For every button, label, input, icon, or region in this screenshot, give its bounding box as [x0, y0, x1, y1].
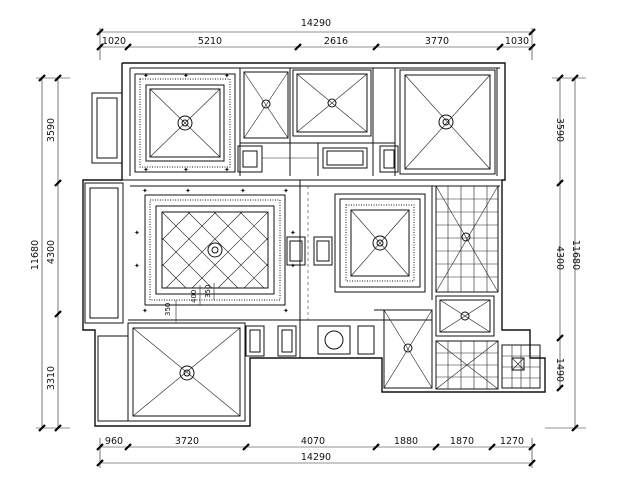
- top-total-dim: 14290: [301, 18, 331, 29]
- corridor-fixtures: [237, 145, 399, 173]
- bedroom-ceiling-top-left: ✦ ✦ ✦ ✦ ✦ ✦: [134, 72, 236, 174]
- bathroom-tile-ceiling: [435, 340, 541, 390]
- entry-area: [299, 309, 432, 358]
- right-dimension-chain: 3590 4300 1490 11680: [545, 74, 586, 432]
- right-total-dim: 11680: [570, 240, 581, 270]
- svg-text:✦: ✦: [143, 166, 149, 174]
- svg-text:✦: ✦: [240, 187, 246, 195]
- bottom-dim-2: 3720: [175, 436, 199, 447]
- closet-ceiling: [243, 71, 289, 139]
- top-dim-4: 3770: [425, 36, 449, 47]
- utility-room-ceiling: [435, 295, 495, 337]
- balcony-bottom-left: [97, 335, 129, 422]
- balcony-top-left: [91, 92, 123, 164]
- svg-text:✦: ✦: [224, 72, 230, 80]
- bottom-dim-4: 1880: [394, 436, 418, 447]
- left-dim-3: 3310: [46, 366, 57, 390]
- top-dim-2: 5210: [198, 36, 222, 47]
- bottom-dimension-chain: 960 3720 4070 1880 1870 1270 14290: [96, 436, 536, 468]
- right-dim-1: 3590: [554, 118, 565, 142]
- bottom-dim-5: 1870: [450, 436, 474, 447]
- svg-text:✦: ✦: [290, 262, 296, 270]
- round-light: [324, 330, 344, 350]
- svg-text:✦: ✦: [283, 307, 289, 315]
- svg-text:✦: ✦: [290, 229, 296, 237]
- left-total-dim: 11680: [30, 240, 41, 270]
- svg-text:✦: ✦: [134, 229, 140, 237]
- right-dim-3: 1490: [554, 358, 565, 382]
- svg-text:✦: ✦: [185, 187, 191, 195]
- top-dim-1: 1020: [102, 36, 126, 47]
- master-bedroom-ceiling: [399, 69, 496, 175]
- top-dim-5: 1030: [505, 36, 529, 47]
- inner-dim-labels: 350 400 350: [164, 283, 215, 322]
- svg-text:✦: ✦: [183, 166, 189, 174]
- svg-text:✦: ✦: [134, 262, 140, 270]
- hall-fixtures: [286, 186, 333, 320]
- inner-dim-2: 400: [190, 290, 198, 303]
- top-dimension-chain: 14290 1020 5210 2616 3770 1030: [96, 18, 536, 60]
- bottom-dim-6: 1270: [500, 436, 524, 447]
- living-room-ceiling: ✦ ✦ ✦ ✦ ✦ ✦ ✦ ✦ ✦ ✦: [134, 187, 296, 315]
- svg-text:✦: ✦: [183, 72, 189, 80]
- left-dimension-chain: 11680 3590 4300 3310: [30, 74, 70, 432]
- svg-text:✦: ✦: [142, 187, 148, 195]
- bottom-total-dim: 14290: [301, 452, 331, 463]
- svg-text:✦: ✦: [283, 187, 289, 195]
- right-dim-2: 4300: [554, 246, 565, 270]
- svg-text:✦: ✦: [143, 72, 149, 80]
- study-ceiling: [292, 69, 372, 137]
- inner-dim-3: 350: [204, 285, 212, 298]
- svg-text:✦: ✦: [224, 166, 230, 174]
- inner-dim-1: 350: [164, 303, 172, 316]
- kitchen-tile-ceiling: [435, 185, 499, 293]
- bottom-dim-3: 4070: [301, 436, 325, 447]
- bottom-dim-1: 960: [105, 436, 123, 447]
- left-dim-2: 4300: [46, 240, 57, 264]
- svg-text:✦: ✦: [142, 307, 148, 315]
- left-dim-1: 3590: [46, 118, 57, 142]
- window-bay-left: [84, 182, 124, 324]
- dining-room-ceiling: [334, 193, 426, 293]
- building-outline: [82, 62, 546, 427]
- top-dim-3: 2616: [324, 36, 348, 47]
- bathroom-ceiling: [383, 309, 433, 389]
- bedroom-ceiling-bottom-left: [127, 322, 297, 422]
- ceiling-light: [177, 115, 193, 131]
